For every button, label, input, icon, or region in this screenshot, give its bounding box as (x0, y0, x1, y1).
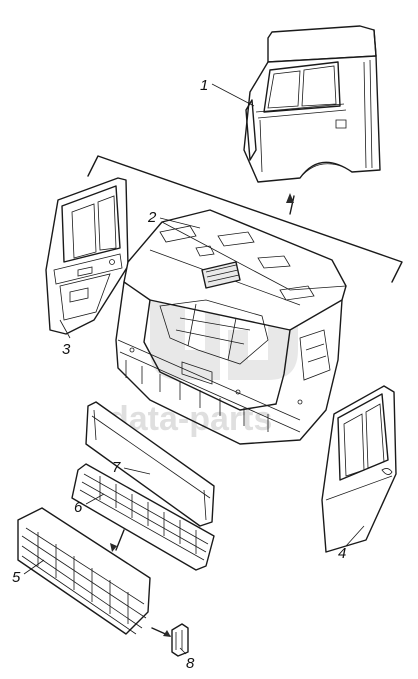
upper-trim-panel (85, 401, 215, 527)
assembled-cab (243, 25, 381, 183)
lower-grille (17, 507, 151, 635)
upper-grille (71, 463, 215, 571)
left-door (45, 177, 129, 335)
callout-4: 4 (338, 545, 346, 562)
right-door (321, 385, 397, 553)
callout-3: 3 (62, 341, 71, 358)
cab-frame (115, 209, 347, 445)
callout-5: 5 (12, 569, 21, 586)
callout-6: 6 (74, 499, 83, 516)
callout-7: 7 (112, 459, 121, 476)
leader-lines (23, 83, 365, 655)
callout-8: 8 (186, 655, 195, 672)
callout-1: 1 (200, 77, 208, 94)
assembly-bracket (87, 155, 403, 283)
callout-2: 2 (147, 209, 157, 226)
small-bracket (151, 623, 189, 657)
